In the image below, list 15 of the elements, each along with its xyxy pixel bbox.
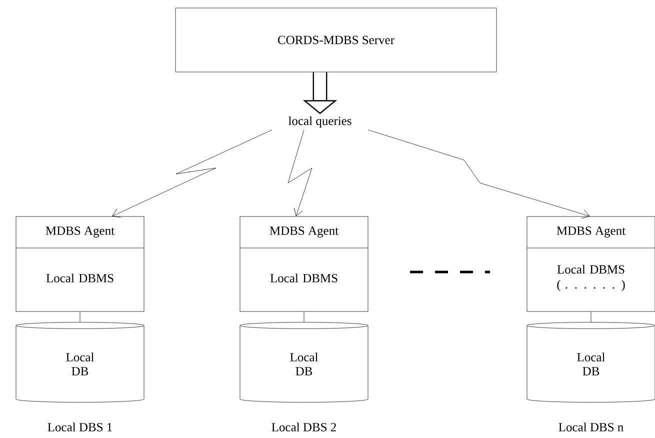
server-box: CORDS-MDBS Server <box>175 8 497 72</box>
database-cylinder: Local DB <box>240 322 368 402</box>
zigzag-arrow <box>112 130 272 218</box>
database-cylinder: Local DB <box>526 322 655 402</box>
zigzag-arrow <box>368 130 590 219</box>
database-cylinder: Local DB <box>16 322 144 402</box>
connector-line <box>590 312 592 322</box>
database-caption: Local DBS n <box>558 422 624 432</box>
label-text: local queries <box>288 116 352 128</box>
agent-box: MDBS Agent Local DBMS <box>16 216 144 312</box>
zigzag-arrow <box>288 130 312 216</box>
agent-box: MDBS Agent Local DBMS <box>240 216 368 312</box>
database-caption: Local DBS 1 <box>48 422 112 432</box>
database-caption: Local DBS 2 <box>272 422 336 432</box>
agent-box: MDBS Agent Local DBMS ( . . . . . . ) <box>526 216 655 312</box>
